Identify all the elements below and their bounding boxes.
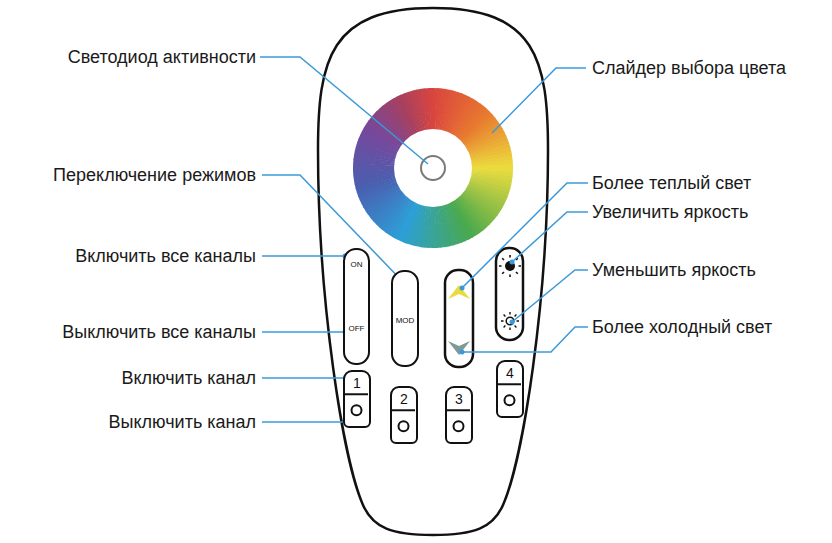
button-divider xyxy=(498,383,521,385)
button-divider xyxy=(392,409,415,411)
leader-line xyxy=(262,175,405,284)
button-label: MOD xyxy=(396,316,415,326)
callout-label: Включить канал xyxy=(122,367,256,389)
activity-led xyxy=(421,156,445,180)
channel-button: 2 xyxy=(390,386,418,444)
all-channels-button: ON OFF xyxy=(343,248,370,365)
callout-label: Выключить все каналы xyxy=(62,321,256,343)
callout-label: Уменьшить яркость xyxy=(592,259,756,281)
button-label: ON xyxy=(351,260,363,270)
sun-core xyxy=(506,317,514,325)
leader-line xyxy=(462,183,588,288)
channel-number: 2 xyxy=(400,391,408,407)
callout-label: Включить все каналы xyxy=(75,245,256,267)
leader-line xyxy=(512,212,588,262)
channel-button: 1 xyxy=(343,370,371,428)
sun-filled-icon xyxy=(499,255,521,277)
leader-line xyxy=(462,327,588,352)
wheel-segment xyxy=(429,88,434,130)
off-symbol xyxy=(505,395,515,405)
channel-number: 1 xyxy=(353,375,361,391)
remote-body xyxy=(318,8,548,535)
leader-line xyxy=(262,331,345,333)
callout-label: Светодиод активности xyxy=(68,46,256,68)
leader-dot xyxy=(460,286,465,291)
button-label: OFF xyxy=(349,324,365,334)
channel-number: 4 xyxy=(506,365,514,381)
off-symbol xyxy=(399,421,409,431)
callout-label: Выключить канал xyxy=(109,411,256,433)
callout-label: Увеличить яркость xyxy=(592,201,748,223)
wheel-center xyxy=(394,129,472,207)
leader-line xyxy=(262,255,345,257)
button-divider xyxy=(447,409,470,411)
callout-label: Переключение режимов xyxy=(53,164,256,186)
leader-dot xyxy=(460,350,465,355)
leader-line xyxy=(492,68,586,133)
sun-outline-icon xyxy=(501,312,519,330)
off-symbol xyxy=(352,405,362,415)
channel-button: 3 xyxy=(445,386,473,444)
warm-arrow xyxy=(448,285,470,299)
mode-button: MOD xyxy=(391,270,419,367)
leader-line xyxy=(512,270,588,322)
sun-rays xyxy=(499,255,521,277)
leader-dot xyxy=(510,320,515,325)
leader-line xyxy=(260,57,428,164)
cold-arrow xyxy=(448,341,470,355)
brightness-button xyxy=(496,248,523,340)
callout-label: Более холодный свет xyxy=(592,316,772,338)
button-divider xyxy=(345,393,368,395)
color-wheel xyxy=(353,88,513,248)
leader-dot xyxy=(510,260,515,265)
callout-label: Более теплый свет xyxy=(592,172,751,194)
channel-number: 3 xyxy=(455,391,463,407)
sun-rays xyxy=(501,312,519,330)
leader-lines xyxy=(260,57,588,422)
callout-label: Слайдер выбора цвета xyxy=(592,57,786,79)
channel-button: 4 xyxy=(496,360,524,418)
off-symbol xyxy=(454,421,464,431)
